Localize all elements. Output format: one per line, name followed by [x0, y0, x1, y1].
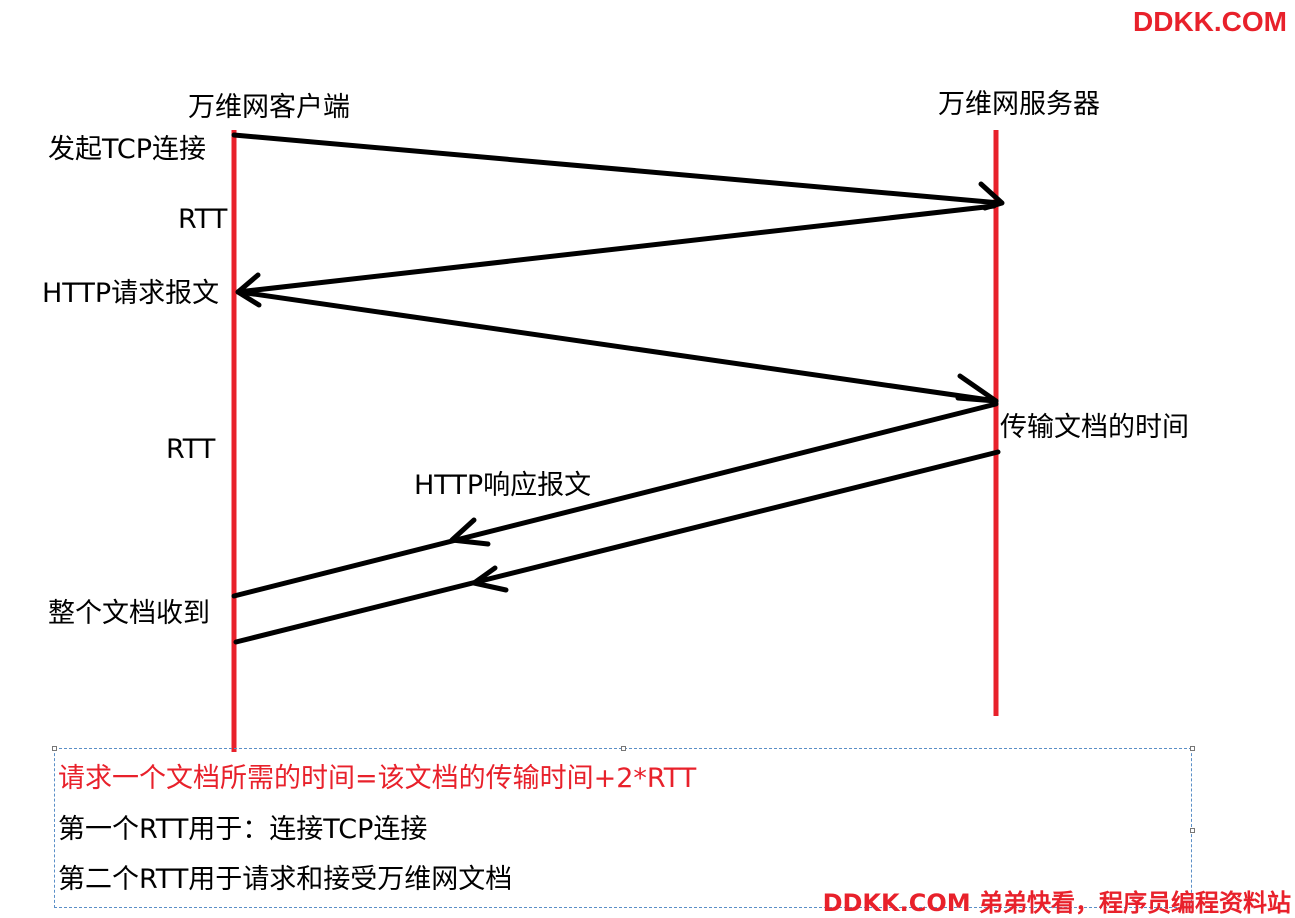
http-response-start-arrowhead: [449, 517, 491, 547]
client-title: 万维网客户端: [188, 92, 350, 123]
http-response-end-arrowhead: [471, 565, 509, 593]
http-response-start-arrow: [231, 401, 999, 599]
textbox-handle-middle-right[interactable]: [1190, 828, 1195, 833]
http-request-arrow: [237, 289, 999, 404]
transfer-time-label: 传输文档的时间: [1000, 412, 1189, 443]
formula-note: 请求一个文档所需的时间=该文档的传输时间+2*RTT: [58, 763, 697, 794]
tcp-ack-arrow: [235, 203, 997, 295]
document-received-label: 整个文档收到: [48, 598, 210, 629]
textbox-handle-top-middle[interactable]: [621, 746, 626, 751]
first-rtt-note: 第一个RTT用于：连接TCP连接: [58, 814, 428, 845]
textbox-handle-top-left[interactable]: [52, 746, 57, 751]
http-response-end-arrow: [233, 449, 1001, 645]
http-request-arrowhead: [955, 373, 999, 404]
watermark-top: DDKK.COM: [1133, 6, 1287, 37]
server-title: 万维网服务器: [938, 89, 1100, 120]
second-rtt-note: 第二个RTT用于请求和接受万维网文档: [58, 864, 513, 895]
tcp-connect-arrow: [231, 132, 1003, 206]
textbox-handle-top-right[interactable]: [1190, 746, 1195, 751]
http-request-label: HTTP请求报文: [42, 278, 220, 309]
http-response-label: HTTP响应报文: [414, 470, 592, 501]
rtt-label-2: RTT: [166, 434, 216, 465]
rtt-label-1: RTT: [178, 204, 228, 235]
watermark-bottom: DDKK.COM 弟弟快看，程序员编程资料站: [822, 889, 1291, 917]
tcp-connect-label: 发起TCP连接: [48, 134, 207, 165]
